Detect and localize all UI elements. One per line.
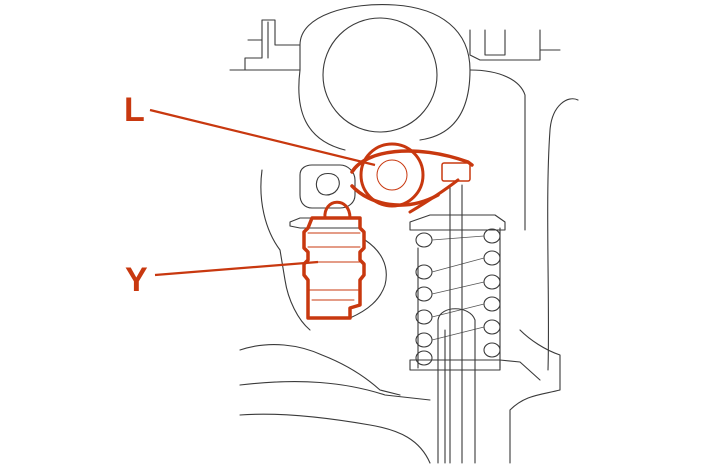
engine-line-art (229, 4, 579, 464)
rocker-tip-pad (441, 162, 471, 182)
valve-stem (437, 184, 476, 464)
rocker-pivot-circle (359, 142, 425, 208)
label-l: L (124, 91, 145, 129)
hydraulic-lifter-y (302, 200, 366, 320)
camshaft-circle (322, 17, 438, 133)
rocker-arm-l (350, 142, 474, 214)
leader-line-l (149, 108, 376, 167)
rocker-pivot-inner (376, 159, 408, 191)
callout-l: L (124, 91, 376, 167)
valve-spring-coils (415, 227, 501, 369)
label-y: Y (125, 261, 148, 299)
leader-line-y (154, 260, 319, 277)
callout-y: Y (125, 260, 319, 299)
